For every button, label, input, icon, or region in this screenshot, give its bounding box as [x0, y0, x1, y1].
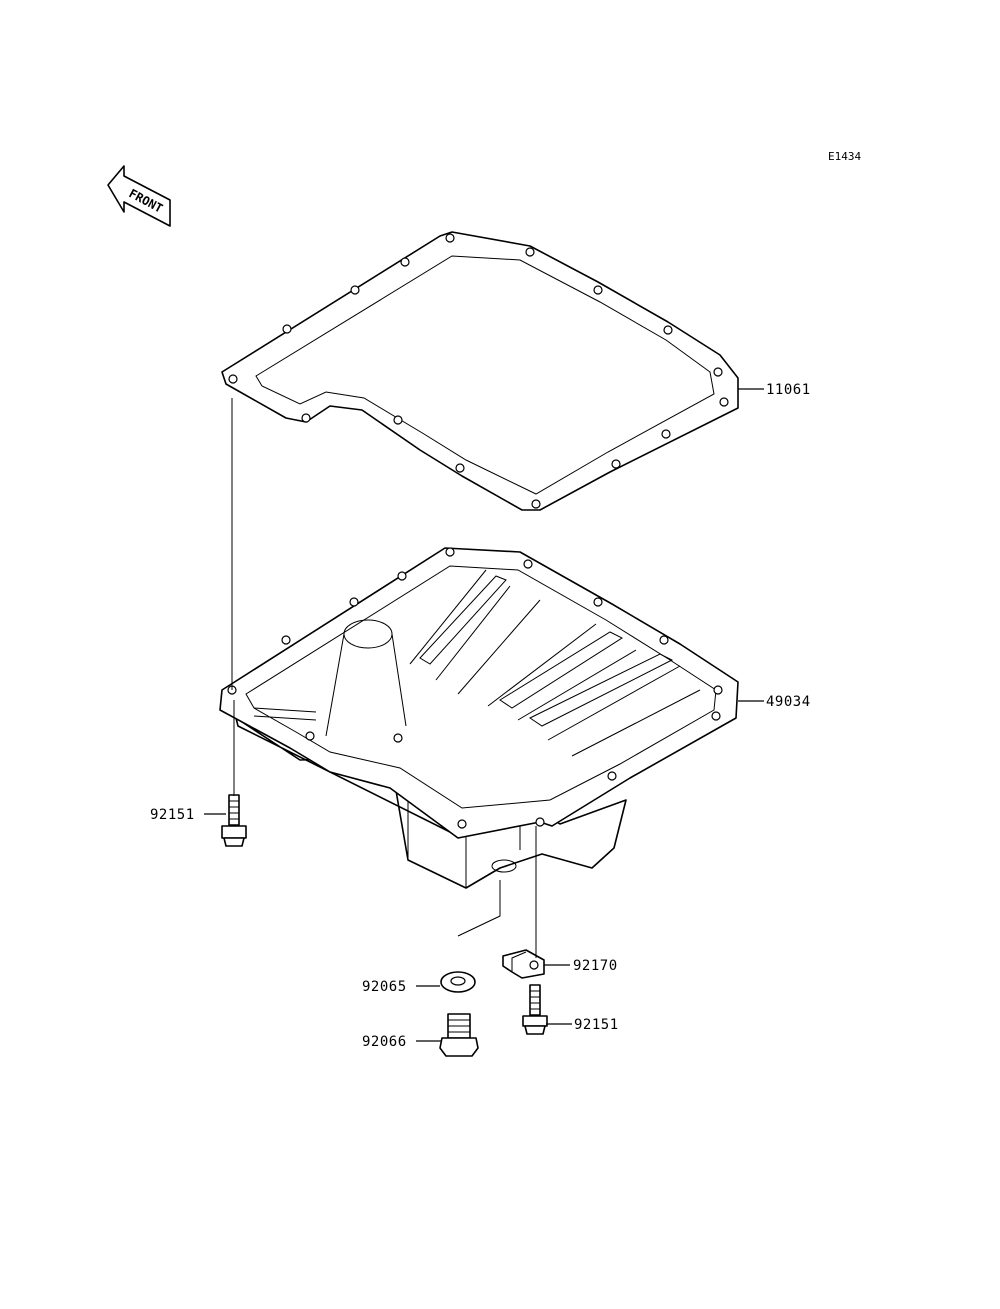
- clamp-92170: [502, 949, 545, 979]
- part-label-92170: 92170: [573, 958, 618, 974]
- part-label-92151-left: 92151: [150, 807, 195, 823]
- oil-pan-49034: [219, 547, 739, 889]
- drain-plug-92066: [439, 1013, 479, 1057]
- washer-92065: [440, 971, 476, 993]
- bolt-92151-left: [221, 794, 247, 847]
- part-label-49034: 49034: [766, 694, 811, 710]
- leader-lines: [204, 388, 764, 1042]
- gasket-11061: [221, 231, 739, 511]
- part-label-92065: 92065: [362, 979, 407, 995]
- diagram-code: E1434: [828, 150, 861, 163]
- part-label-11061: 11061: [766, 382, 811, 398]
- part-label-92151-right: 92151: [574, 1017, 619, 1033]
- bolt-92151-right: [522, 984, 548, 1035]
- front-arrow-icon: FRONT: [107, 165, 171, 227]
- part-label-92066: 92066: [362, 1034, 407, 1050]
